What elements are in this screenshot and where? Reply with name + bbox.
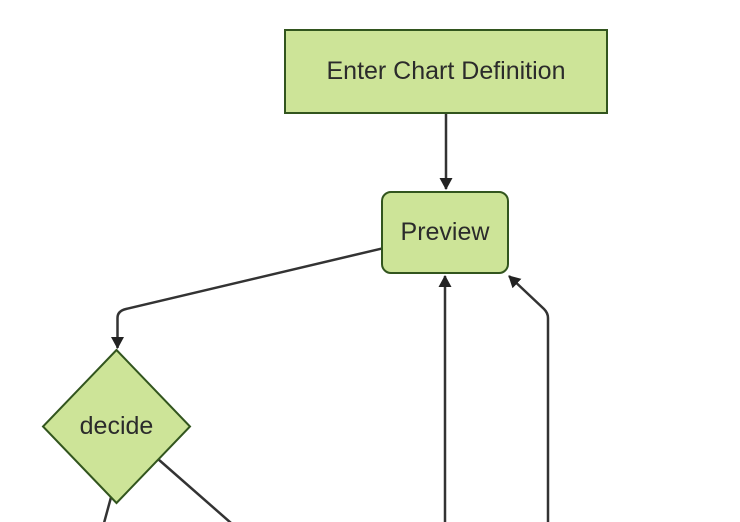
node-decide-shape [41, 348, 192, 505]
edge-preview-to-decide [111, 246, 385, 349]
node-preview-shape [381, 191, 509, 274]
edge-bottomright-to-preview [508, 275, 550, 522]
edge-decide-exit-right [149, 451, 232, 522]
node-enter-chart-definition-shape [284, 29, 608, 114]
